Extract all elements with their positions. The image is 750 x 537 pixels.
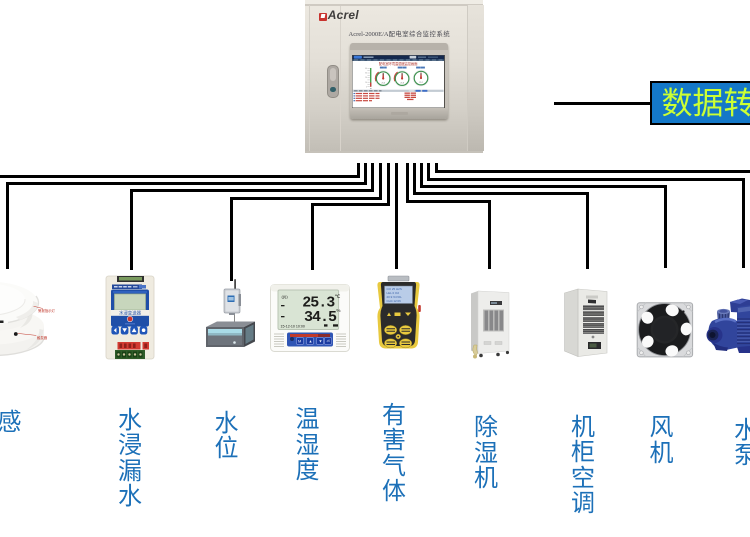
svg-text:30: 30 xyxy=(365,72,367,74)
svg-text:触发器: 触发器 xyxy=(37,335,48,340)
svg-text:▼: ▼ xyxy=(319,339,323,344)
svg-text:34.5: 34.5 xyxy=(304,309,337,326)
svg-text:水浸变送器: 水浸变送器 xyxy=(119,310,142,317)
svg-text:20.9 %VOL: 20.9 %VOL xyxy=(387,295,403,299)
svg-text:CH4 12:06: CH4 12:06 xyxy=(387,299,402,303)
svg-text:25.3: 25.3 xyxy=(302,295,335,312)
svg-text:20: 20 xyxy=(365,77,367,79)
svg-text:((i)): ((i)) xyxy=(282,294,289,299)
svg-text:℃: ℃ xyxy=(370,88,373,90)
svg-text:警报指示灯: 警报指示灯 xyxy=(38,308,56,313)
svg-text:15-12-10 10:00: 15-12-10 10:00 xyxy=(281,324,305,328)
svg-text:25.6: 25.6 xyxy=(382,82,386,84)
svg-text:M: M xyxy=(298,339,301,344)
svg-text:%: % xyxy=(336,308,341,314)
svg-text:CO 25 H2S: CO 25 H2S xyxy=(387,287,402,291)
svg-text:40: 40 xyxy=(365,68,367,70)
svg-text:▲: ▲ xyxy=(309,339,313,344)
svg-text:配电室环境温湿度监控画面: 配电室环境温湿度监控画面 xyxy=(379,61,418,66)
svg-text:10: 10 xyxy=(365,81,367,83)
svg-text:25.2: 25.2 xyxy=(419,81,423,83)
svg-text:25.8: 25.8 xyxy=(401,82,405,84)
svg-text:⏎: ⏎ xyxy=(327,339,331,344)
svg-text:0: 0 xyxy=(366,86,367,88)
svg-text:LEL 0 O2: LEL 0 O2 xyxy=(387,291,400,295)
svg-text:℃: ℃ xyxy=(335,294,341,300)
